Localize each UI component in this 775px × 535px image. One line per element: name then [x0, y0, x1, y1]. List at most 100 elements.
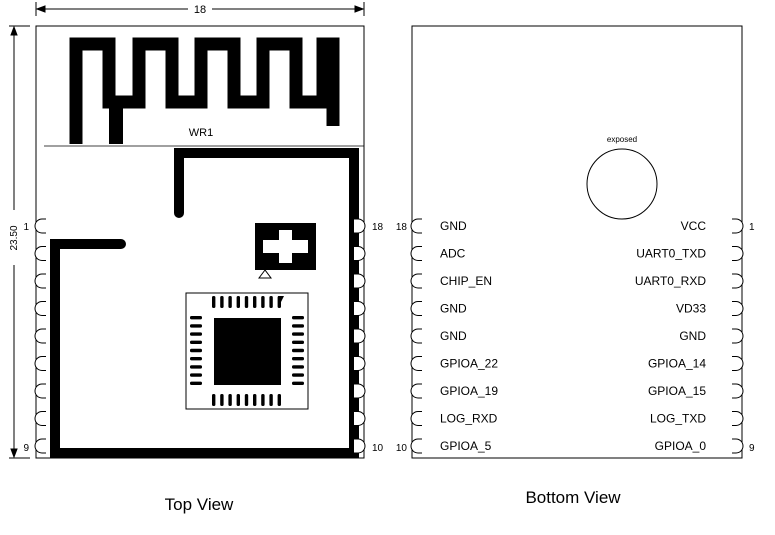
top-left-pin-last: 9 — [23, 443, 29, 454]
bottom-left-castellation — [410, 273, 422, 289]
bottom-left-castellation — [410, 438, 422, 454]
bottom-right-signal-label: GPIOA_0 — [655, 439, 707, 453]
top-left-castellation — [34, 438, 46, 454]
chip-pin — [292, 340, 304, 344]
chip-pin — [277, 296, 281, 308]
bottom-right-castellation — [732, 411, 744, 426]
exposed-pad-label: exposed — [607, 135, 637, 144]
bottom-right-signal-label: VCC — [681, 219, 707, 233]
bottom-left-castellation — [410, 246, 422, 261]
top-left-castellation — [34, 246, 46, 261]
chip-pin — [292, 373, 304, 377]
top-left-castellation — [34, 328, 46, 344]
chip-pin — [190, 373, 202, 377]
top-left-pin-first: 1 — [23, 222, 29, 233]
chip-pin — [212, 296, 216, 308]
chip-pin — [220, 394, 224, 406]
chip-pin — [190, 340, 202, 344]
chip-pin — [292, 316, 304, 320]
top-right-castellation — [354, 246, 366, 261]
bottom-left-castellations — [410, 218, 422, 454]
bottom-left-castellation — [410, 328, 422, 344]
bottom-left-castellation — [410, 356, 422, 371]
top-left-castellation — [34, 383, 46, 399]
bottom-left-signal-label: ADC — [440, 247, 466, 261]
chip-pin — [190, 381, 202, 385]
height-dimension — [9, 25, 30, 459]
bottom-right-pin-first: 1 — [749, 222, 755, 233]
top-right-castellation — [354, 328, 366, 344]
top-right-castellation — [354, 218, 366, 234]
bottom-left-signal-label: GND — [440, 302, 467, 316]
cross-slot-pad — [255, 223, 316, 279]
bottom-right-signal-label: VD33 — [676, 302, 706, 316]
bottom-left-signal-label: GPIOA_5 — [440, 439, 492, 453]
chip-pin — [261, 394, 265, 406]
chip-pin — [253, 394, 257, 406]
chip-pin — [269, 296, 273, 308]
bottom-right-signal-label: LOG_TXD — [650, 412, 706, 426]
width-dimension — [35, 2, 365, 16]
bottom-right-signal-labels: VCCUART0_TXDUART0_RXDVD33GNDGPIOA_14GPIO… — [635, 219, 706, 453]
chip-pins — [190, 296, 304, 406]
chip-pin — [261, 296, 265, 308]
chip-pin — [277, 394, 281, 406]
chip-pin — [228, 394, 232, 406]
top-right-castellations — [354, 218, 366, 454]
height-dimension-label: 23.50 — [9, 225, 20, 250]
bottom-left-castellation — [410, 411, 422, 426]
top-left-castellation — [34, 411, 46, 426]
bottom-view-caption: Bottom View — [525, 488, 621, 507]
chip-pin — [228, 296, 232, 308]
chip-pin — [292, 324, 304, 328]
bottom-right-castellation — [732, 218, 744, 234]
top-left-castellation — [34, 356, 46, 371]
chip-pin — [190, 348, 202, 353]
chip-pin — [244, 296, 249, 308]
bottom-left-castellation — [410, 383, 422, 399]
chip-pin — [292, 381, 304, 385]
bottom-left-signal-label: GPIOA_19 — [440, 384, 498, 398]
bottom-left-signal-label: GND — [440, 329, 467, 343]
chip-pin — [190, 365, 202, 369]
bottom-right-castellation — [732, 438, 744, 454]
top-right-pin-first: 18 — [372, 222, 384, 233]
chip-pin — [244, 394, 249, 406]
chip-pin — [292, 365, 304, 369]
bottom-left-signal-label: GPIOA_22 — [440, 357, 498, 371]
qfn-chip — [185, 292, 309, 410]
chip-pin — [292, 357, 304, 361]
width-dimension-label: 18 — [194, 4, 206, 16]
bottom-left-signal-label: GND — [440, 219, 467, 233]
top-left-castellation — [34, 301, 46, 316]
top-right-castellation — [354, 411, 366, 426]
meander-antenna — [69, 37, 340, 144]
chip-pin — [190, 332, 202, 336]
bottom-right-castellation — [732, 273, 744, 289]
chip-pin — [292, 332, 304, 336]
top-right-castellation — [354, 301, 366, 316]
antenna-label: WR1 — [189, 127, 213, 139]
top-left-castellation — [34, 273, 46, 289]
bottom-right-signal-label: GND — [679, 329, 706, 343]
bottom-right-castellation — [732, 356, 744, 371]
top-left-castellations — [34, 218, 46, 454]
top-right-castellation — [354, 383, 366, 399]
chip-pin — [190, 357, 202, 361]
chip-pin — [190, 324, 202, 328]
bottom-right-signal-label: GPIOA_15 — [648, 384, 706, 398]
bottom-right-castellations — [732, 218, 744, 454]
bottom-right-signal-label: UART0_TXD — [636, 247, 706, 261]
bottom-right-castellation — [732, 301, 744, 316]
top-view-module: WR1 1 9 18 10 — [23, 25, 384, 459]
chip-exposed-pad — [214, 318, 281, 385]
bottom-left-signal-labels: GNDADCCHIP_ENGNDGNDGPIOA_22GPIOA_19LOG_R… — [440, 219, 498, 453]
chip-pin — [220, 296, 224, 308]
bottom-left-castellation — [410, 218, 422, 234]
top-right-castellation — [354, 273, 366, 289]
bottom-left-signal-label: LOG_RXD — [440, 412, 498, 426]
bottom-view-outline — [411, 25, 743, 459]
chip-pin — [253, 296, 257, 308]
top-right-pin-last: 10 — [372, 443, 384, 454]
bottom-right-pin-last: 9 — [749, 443, 755, 454]
